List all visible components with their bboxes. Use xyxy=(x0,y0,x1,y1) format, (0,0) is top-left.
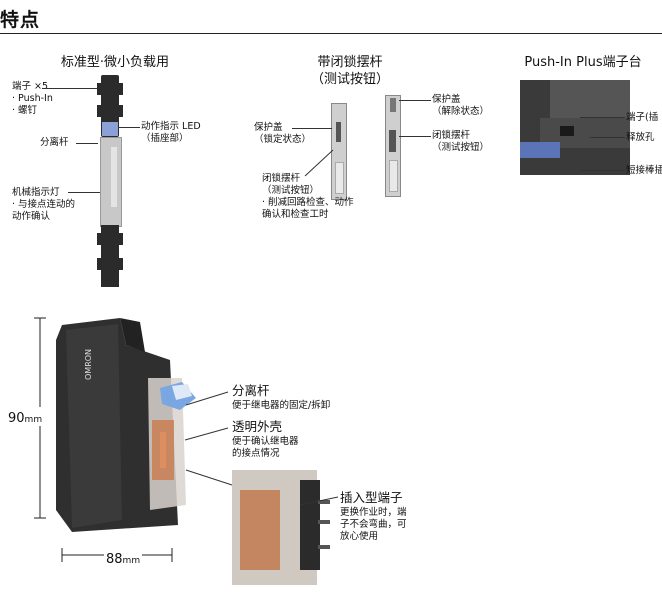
lever-callout: 分离杆 xyxy=(40,137,69,148)
callout-line xyxy=(68,192,100,193)
terminal-callout: 端子 ×5 · Push-In · 螺钉 xyxy=(12,81,53,116)
section-pushin-title: Push-In Plus端子台 xyxy=(524,55,642,70)
callout-line xyxy=(292,128,332,129)
title-divider xyxy=(0,33,662,34)
relay-locked-image xyxy=(331,103,347,200)
width-dimension: 88mm xyxy=(104,548,143,567)
page-title: 特点 xyxy=(0,9,41,31)
callout-line xyxy=(118,127,140,128)
device-brand-label: OMRON xyxy=(84,348,93,380)
lever-feature: 分离杆 便于继电器的固定/拆卸 xyxy=(232,383,331,411)
callout-line xyxy=(399,100,431,101)
lever-left-callout: 闭锁摆杆 （测试按钮） · 削减回路检查、动作 确认和检查工时 xyxy=(262,173,354,220)
terminal-feature: 插入型端子 更换作业时，端 子不会弯曲，可 放心使用 xyxy=(340,490,407,542)
cover-unlocked-callout: 保护盖 （解除状态） xyxy=(432,94,490,117)
callout-line xyxy=(399,136,431,137)
case-feature: 透明外壳 便于确认继电器 的接点情况 xyxy=(232,419,299,459)
release-hole-label: 释放孔 xyxy=(626,132,655,143)
callout-line xyxy=(590,137,625,138)
callout-line xyxy=(580,117,625,118)
pushin-closeup-image xyxy=(520,80,630,175)
callout-line xyxy=(76,143,98,144)
shorting-bar-label: 短接棒插 xyxy=(626,165,662,176)
height-dimension: 90mm xyxy=(8,407,43,426)
standard-relay-image xyxy=(97,75,123,287)
callout-line xyxy=(42,88,98,89)
pushin-terminal-label: 端子(插 xyxy=(626,112,659,123)
lever-right-callout: 闭锁摆杆 （测试按钮） xyxy=(432,130,490,153)
section-latching-title: 带闭锁摆杆 （测试按钮） xyxy=(310,55,389,87)
relay-unlocked-image xyxy=(385,95,401,197)
indicator-callout: 机械指示灯 · 与接点连动的 动作确认 xyxy=(12,187,76,222)
section-standard-title: 标准型·微小负载用 xyxy=(60,55,170,70)
callout-line xyxy=(580,170,625,171)
cover-locked-callout: 保护盖 （锁定状态） xyxy=(254,122,312,145)
led-callout: 动作指示 LED （插座部） xyxy=(141,121,201,144)
